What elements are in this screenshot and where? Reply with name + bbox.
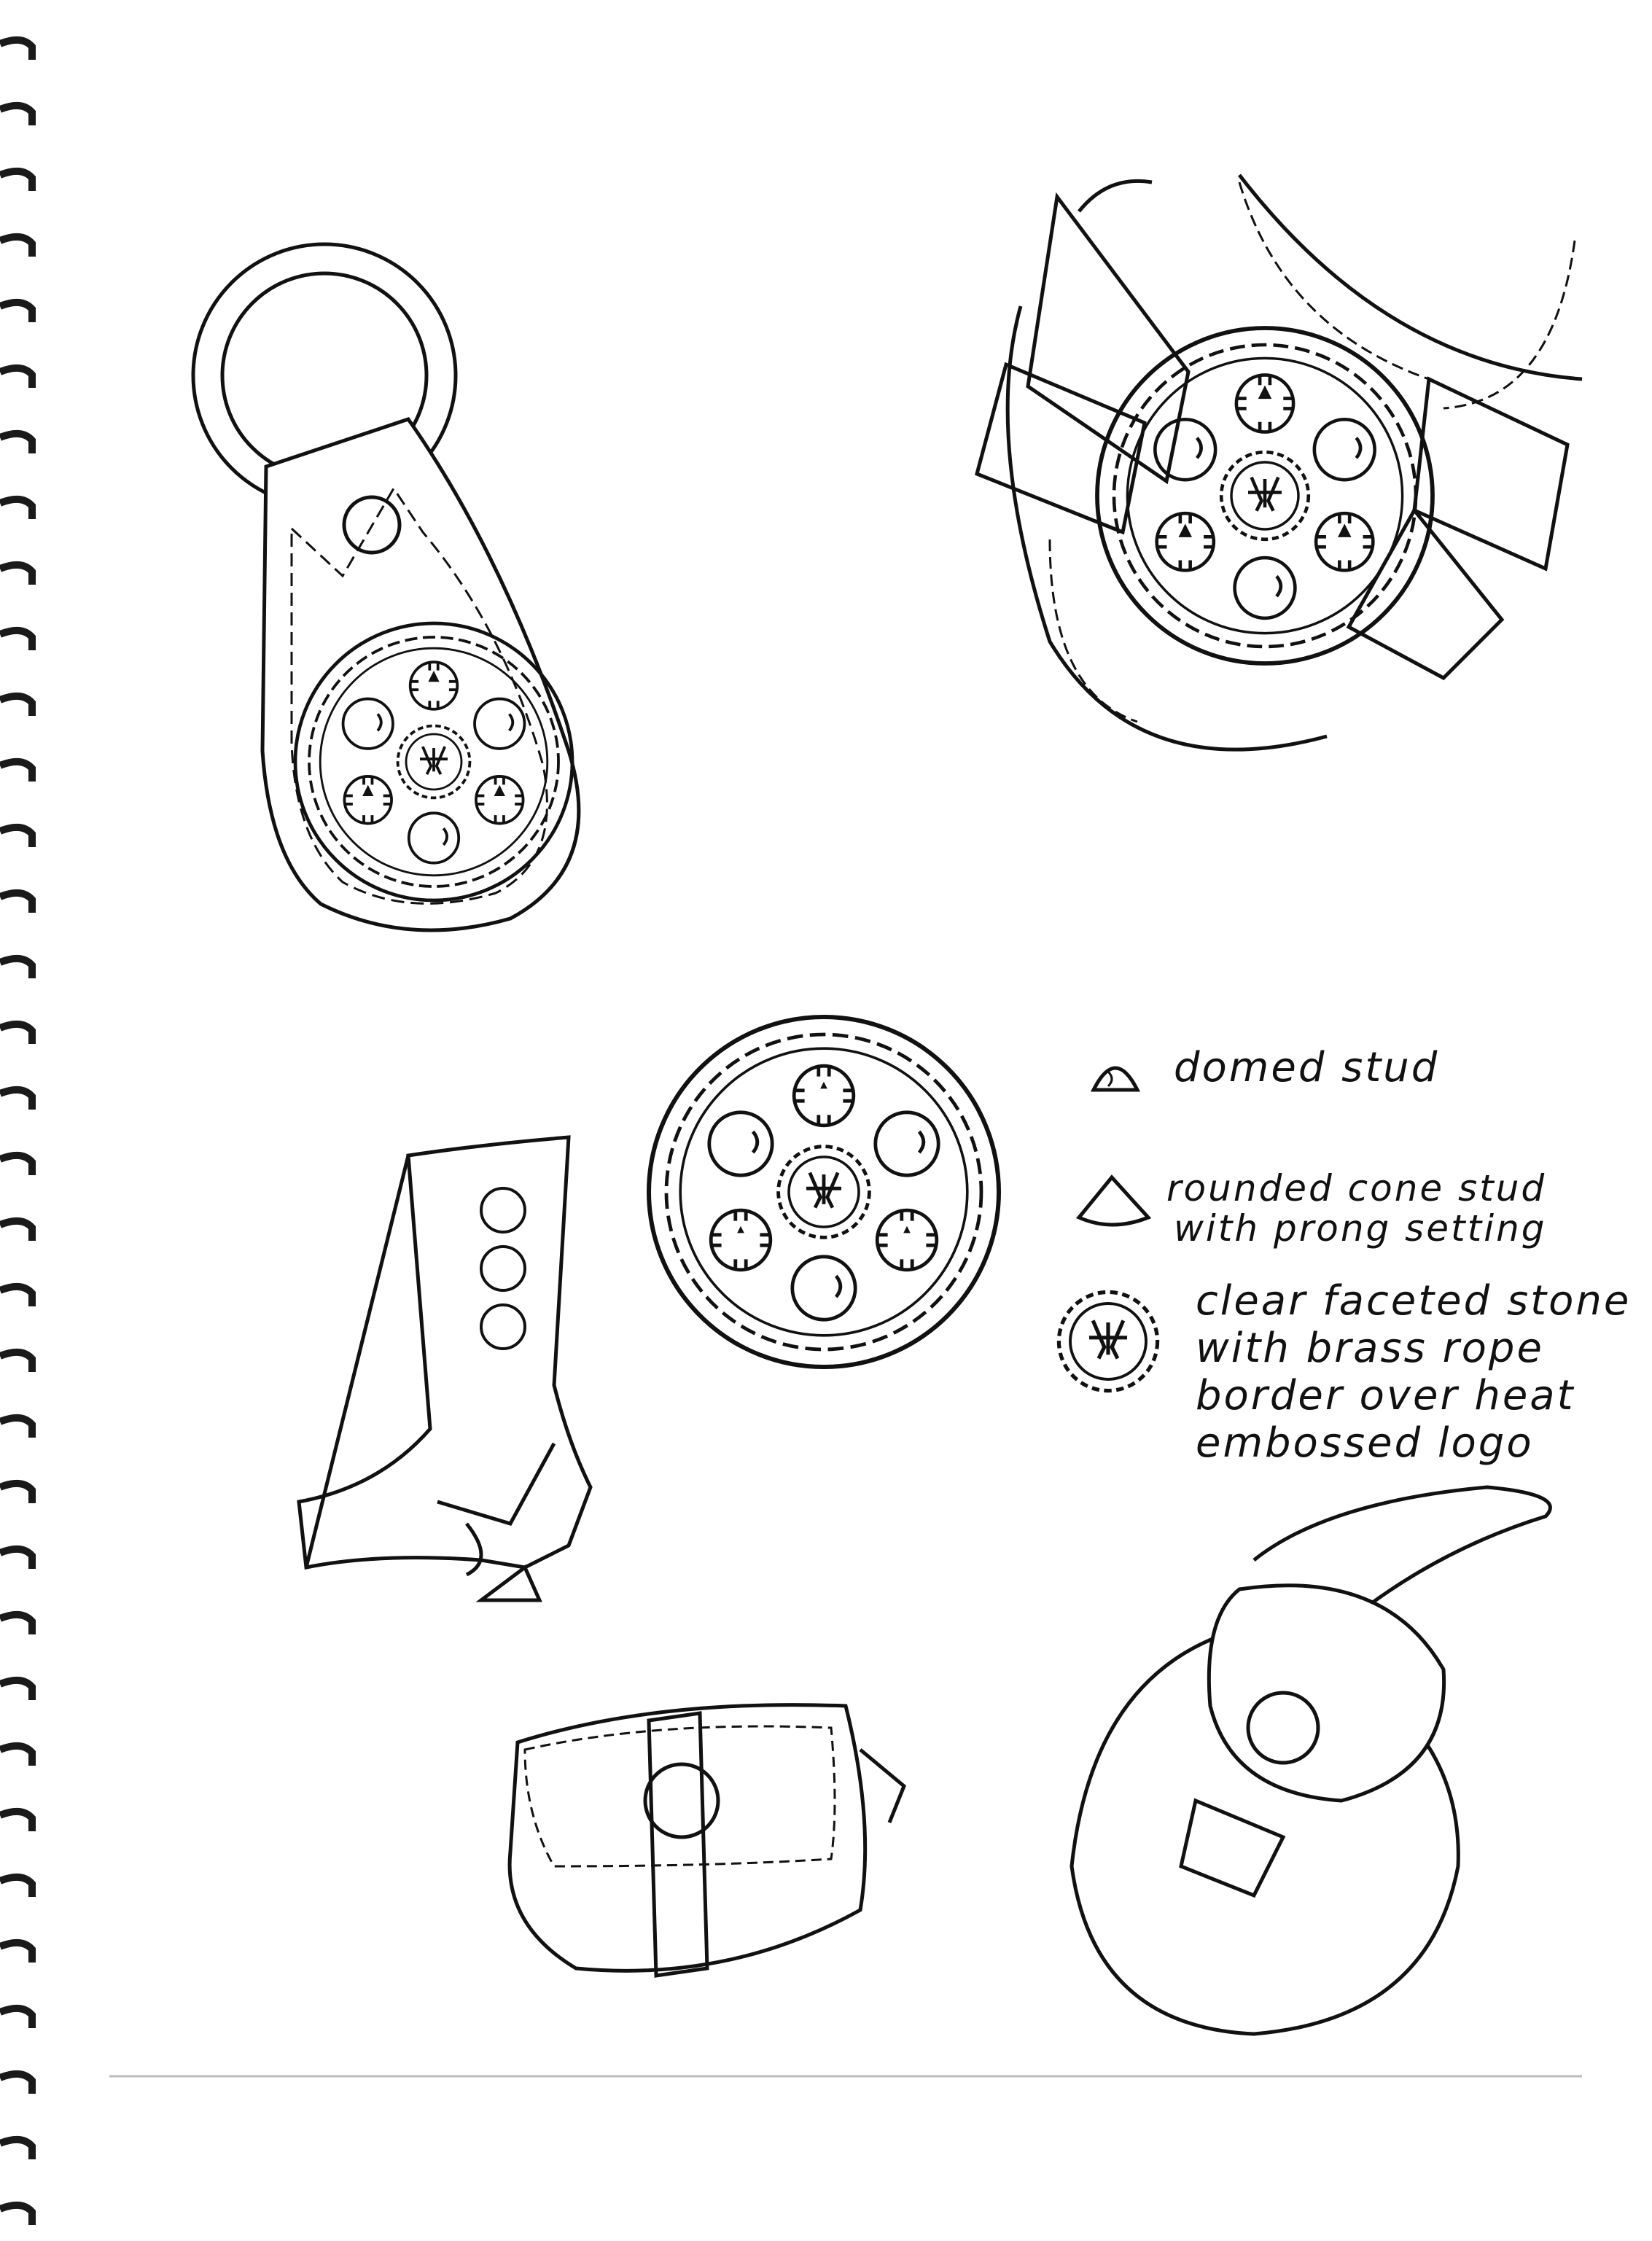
spiral-coil: [0, 1020, 36, 1044]
legend-stone-2: with brass rope: [1196, 1325, 1544, 1372]
spiral-coil: [0, 2070, 36, 2094]
cone-stud-icon: [1075, 1174, 1152, 1227]
spiral-coil: [0, 954, 36, 978]
spiral-coil: [0, 626, 36, 650]
legend-stone-1: clear faceted stone: [1196, 1277, 1632, 1325]
spiral-coil: [0, 692, 36, 716]
medallion-sketch: [649, 1017, 999, 1367]
key-fob-sketch: [191, 242, 581, 932]
spiral-binding: [0, 36, 36, 2225]
spiral-coil: [0, 167, 36, 191]
spiral-coil: [0, 1151, 36, 1175]
spiral-coil: [0, 101, 36, 125]
legend-domed-stud: domed stud: [1174, 1044, 1440, 1091]
spiral-coil: [0, 1807, 36, 1831]
spiral-coil: [0, 1676, 36, 1700]
legend-stone-3: border over heat: [1196, 1372, 1575, 1419]
stone-icon: [1059, 1292, 1157, 1390]
legend-cone-stud-1: rounded cone stud: [1166, 1167, 1547, 1209]
spiral-coil: [0, 1873, 36, 1897]
spiral-coil: [0, 823, 36, 847]
clutch-bag-sketch: [507, 1703, 906, 1978]
domed-stud-icon: [1090, 1066, 1141, 1092]
spiral-coil: [0, 495, 36, 519]
spiral-coil: [0, 429, 36, 453]
bag-closure-sketch: [975, 174, 1583, 752]
spiral-coil: [0, 1282, 36, 1306]
spiral-coil: [0, 561, 36, 585]
legend-cone-stud-2: with prong setting: [1174, 1207, 1547, 1250]
round-bag-sketch: [1069, 1485, 1552, 2036]
spiral-coil: [0, 1348, 36, 1372]
spiral-coil: [0, 298, 36, 322]
spiral-coil: [0, 36, 36, 60]
spiral-coil: [0, 889, 36, 913]
boot-sketch: [297, 1135, 593, 1602]
spiral-coil: [0, 1479, 36, 1503]
spiral-coil: [0, 1545, 36, 1569]
spiral-coil: [0, 1742, 36, 1766]
spiral-coil: [0, 1610, 36, 1634]
spiral-coil: [0, 2201, 36, 2225]
spiral-coil: [0, 1414, 36, 1438]
legend-stone-4: embossed logo: [1196, 1419, 1534, 1467]
spiral-coil: [0, 1217, 36, 1241]
spiral-coil: [0, 2135, 36, 2159]
spiral-coil: [0, 757, 36, 782]
spiral-coil: [0, 1086, 36, 1110]
spiral-coil: [0, 364, 36, 388]
spiral-coil: [0, 1938, 36, 1963]
spiral-coil: [0, 2004, 36, 2028]
spiral-coil: [0, 233, 36, 257]
